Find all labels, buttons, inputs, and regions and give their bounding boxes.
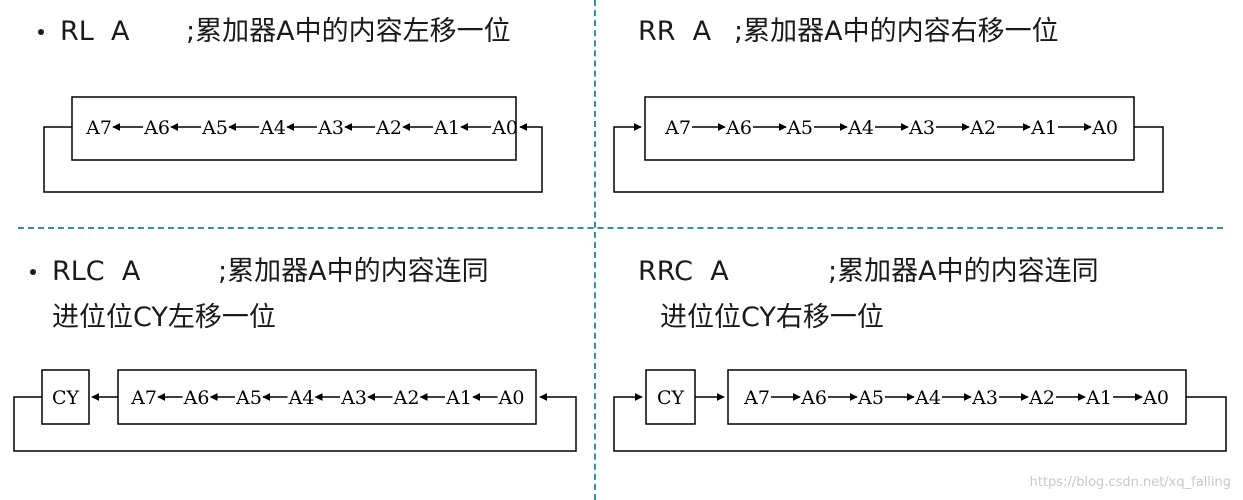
rrc-feedback-loop [613, 393, 1227, 452]
rl-bit-a2: A2 [375, 117, 402, 139]
rlc-bit-a4: A4 [288, 387, 315, 409]
rrc-bit-a5: A5 [857, 387, 884, 409]
watermark: https://blog.csdn.net/xq_falling [1029, 475, 1231, 490]
rlc-bit-a2: A2 [393, 387, 420, 409]
rrc-diagram: CY A7 A6 A5 A4 A3 A2 A1 A0 [613, 369, 1227, 452]
bullet-rlc [30, 269, 36, 275]
rrc-instruction: RRC A [638, 256, 729, 287]
rr-diagram: A7 A6 A5 A4 A3 A2 A1 A0 [613, 96, 1164, 193]
rrc-bit-a2: A2 [1028, 387, 1055, 409]
rlc-instruction: RLC A [52, 256, 141, 287]
rl-register-box [71, 96, 517, 161]
rr-bit-a4: A4 [847, 117, 874, 139]
rr-comment: ;累加器A中的内容右移一位 [734, 16, 1059, 47]
rlc-bit-a3: A3 [340, 387, 367, 409]
rl-bit-a4: A4 [259, 117, 286, 139]
bullet-rl [38, 29, 44, 35]
rl-bit-a3: A3 [317, 117, 344, 139]
rlc-bit-a7: A7 [130, 387, 157, 409]
rr-bit-a7: A7 [664, 117, 691, 139]
rl-feedback-loop [43, 123, 543, 193]
rlc-feedback-loop [13, 393, 577, 452]
rr-bit-a0: A0 [1091, 117, 1118, 139]
rlc-carry-label: CY [52, 387, 80, 409]
rl-bit-a5: A5 [201, 117, 228, 139]
rrc-bit-a4: A4 [914, 387, 941, 409]
rr-instruction: RR A [638, 16, 712, 47]
rl-bit-a7: A7 [85, 117, 112, 139]
rrc-bit-a3: A3 [971, 387, 998, 409]
rl-instruction: RL A [60, 16, 130, 47]
vertical-divider [594, 0, 596, 500]
horizontal-divider [18, 227, 1223, 229]
rl-bit-a0: A0 [491, 117, 518, 139]
rlc-comment-line1: ;累加器A中的内容连同 [218, 256, 489, 287]
rrc-bit-a6: A6 [800, 387, 827, 409]
rr-bit-a6: A6 [725, 117, 752, 139]
rr-register-box [644, 96, 1135, 161]
rl-bit-a6: A6 [143, 117, 170, 139]
rlc-bit-a0: A0 [498, 387, 525, 409]
rrc-carry-label: CY [657, 387, 685, 409]
rl-diagram: A7 A6 A5 A4 A3 A2 A1 A0 [43, 96, 543, 193]
rr-feedback-loop [613, 123, 1164, 193]
rrc-bit-a1: A1 [1085, 387, 1112, 409]
rl-comment: ;累加器A中的内容左移一位 [186, 16, 511, 47]
rlc-diagram: CY A7 A6 A5 A4 A3 A2 A1 A0 [13, 369, 577, 452]
rlc-bit-a6: A6 [183, 387, 210, 409]
rlc-comment-line2: 进位位CY左移一位 [52, 302, 276, 333]
rr-bit-a2: A2 [969, 117, 996, 139]
rr-bit-a1: A1 [1030, 117, 1057, 139]
rr-bit-a5: A5 [786, 117, 813, 139]
rrc-comment-line1: ;累加器A中的内容连同 [828, 256, 1099, 287]
rlc-bit-a5: A5 [235, 387, 262, 409]
rrc-bit-a7: A7 [743, 387, 770, 409]
rlc-bit-a1: A1 [445, 387, 472, 409]
rrc-comment-line2: 进位位CY右移一位 [660, 302, 884, 333]
rl-bit-a1: A1 [433, 117, 460, 139]
rr-bit-a3: A3 [908, 117, 935, 139]
rrc-bit-a0: A0 [1142, 387, 1169, 409]
